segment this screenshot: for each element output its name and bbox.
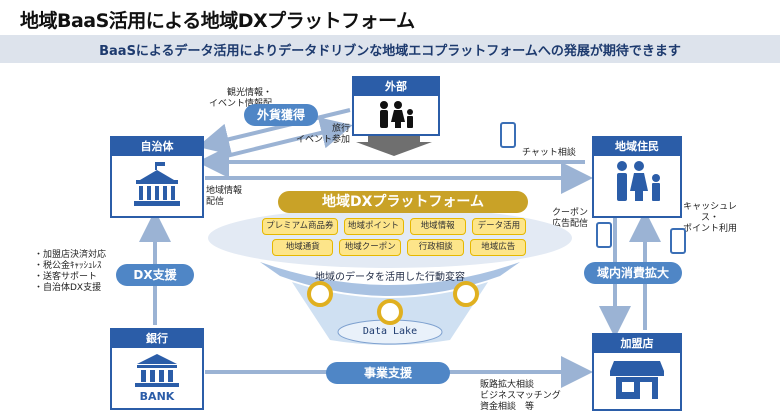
service-chip: 地域通貨 — [272, 239, 334, 256]
cycle-icon-left — [307, 281, 333, 307]
cycle-icon-center — [377, 299, 403, 325]
bank-sign: BANK — [139, 390, 175, 403]
city-hall-icon — [134, 162, 180, 206]
coupon-line1: クーポン — [551, 208, 588, 218]
arrow-municipality-to-external — [209, 117, 353, 162]
cycle-icon-right — [453, 281, 479, 307]
behavior-change-text: 地域のデータを活用した行動変容 — [315, 272, 465, 283]
business-items-list: 販路拡大相談 ビジネスマッチング 資金相談 等 — [480, 380, 561, 413]
coupon-label: クーポン 広告配信 — [548, 208, 592, 230]
residents-family-icon — [617, 161, 660, 201]
dx-items-list: ・加盟店決済対応 ・税公金ｷｬｯｼｭﾚｽ ・送客サポート ・自治体DX支援 — [34, 250, 106, 294]
service-chip: 地域クーポン — [339, 239, 401, 256]
external-box: 外部 — [352, 76, 440, 136]
cashless-label: キャッシュレス・ ポイント利用 — [678, 202, 742, 235]
travel-line2: イベント参加 — [295, 135, 350, 145]
chat-phone-icon — [500, 122, 516, 148]
bank-label: 銀行 — [112, 330, 202, 348]
regional-info-line2: 配信 — [206, 197, 225, 207]
dx-item: ・自治体DX支援 — [34, 283, 102, 293]
cashless-line2: ポイント利用 — [682, 224, 737, 234]
cycle-icons — [307, 281, 479, 325]
page-title: 地域BaaS活用による地域DXプラットフォーム — [20, 10, 415, 32]
external-label: 外部 — [354, 78, 438, 96]
foreign-currency-pill: 外貨獲得 — [244, 104, 318, 126]
coupon-phone-icon — [596, 222, 612, 248]
cashless-phone-icon — [670, 228, 686, 254]
regional-info-line1: 地域情報 — [206, 186, 243, 196]
member-store-label: 加盟店 — [594, 335, 680, 353]
travel-label: 旅行 イベント参加 — [292, 124, 350, 146]
platform-title: 地域DXプラットフォーム — [278, 191, 528, 213]
cashless-line1: キャッシュレス・ — [683, 202, 737, 223]
service-chip: 行政相談 — [406, 239, 465, 256]
member-store-box: 加盟店 — [592, 333, 682, 411]
regional-info-label: 地域情報 配信 — [206, 186, 242, 208]
bank-box: 銀行 BANK — [110, 328, 204, 410]
coupon-line2: 広告配信 — [551, 219, 588, 229]
subtitle-bar — [0, 35, 780, 63]
municipality-label: 自治体 — [112, 138, 202, 156]
business-support-pill: 事業支援 — [326, 362, 450, 384]
residents-label: 地域住民 — [594, 138, 680, 156]
external-down-arrow — [356, 135, 432, 156]
store-icon — [610, 361, 664, 399]
bank-icon — [135, 354, 179, 387]
local-consumption-pill: 域内消費拡大 — [584, 262, 682, 284]
arrow-external-to-municipality — [197, 108, 351, 155]
residents-box: 地域住民 — [592, 136, 682, 218]
service-chip: 地域情報 — [409, 218, 466, 235]
service-chip: 地域ポイント — [343, 218, 404, 235]
service-chip-grid: プレミアム商品券 地域ポイント 地域情報 データ活用 地域通貨 地域クーポン 行… — [262, 218, 527, 256]
data-lake-label: Data Lake — [362, 326, 418, 337]
business-item: ビジネスマッチング — [480, 391, 561, 401]
family-icon — [380, 101, 413, 128]
service-chip: 地域広告 — [470, 239, 527, 256]
dx-item: ・送客サポート — [34, 272, 98, 282]
chat-label: チャット相談 — [522, 148, 576, 158]
service-chip: データ活用 — [471, 218, 526, 235]
business-item: 販路拡大相談 — [480, 380, 535, 390]
subtitle: BaaSによるデータ活用によりデータドリブンな地域エコプラットフォームへの発展が… — [99, 44, 681, 59]
tourism-info-line1: 観光情報・ — [226, 88, 272, 98]
travel-line1: 旅行 — [331, 124, 350, 134]
dx-item: ・税公金ｷｬｯｼｭﾚｽ — [34, 261, 102, 271]
municipality-box: 自治体 — [110, 136, 204, 218]
service-chip: プレミアム商品券 — [262, 218, 338, 235]
business-item: 資金相談 等 — [480, 402, 535, 412]
dx-item: ・加盟店決済対応 — [34, 250, 107, 260]
dx-support-pill: DX支援 — [116, 264, 194, 286]
